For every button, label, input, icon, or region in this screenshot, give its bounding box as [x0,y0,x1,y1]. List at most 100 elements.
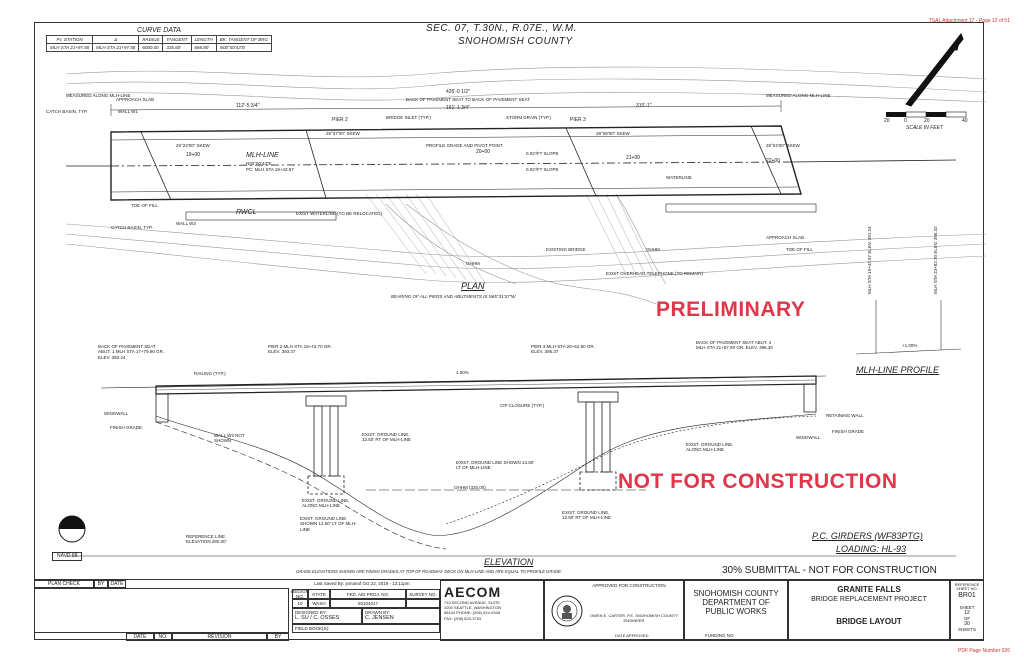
elev-finish-grade: FINISH GRADE [110,425,143,430]
project-line1: GRANITE FALLS [837,585,901,594]
plan-rwcl: RWCL [236,209,257,216]
plan-dim: 426'-0 1/2" [446,89,470,95]
dept-line3: PUBLIC WORKS [705,607,767,616]
drawing-linework [58,33,987,557]
plan-note: APPROACH SLAB [116,97,155,102]
plan-note: BACK OF PAVEMENT SEAT TO BACK OF PAVEMEN… [406,97,530,102]
profile-sketch [855,300,962,355]
by-label: BY [94,580,108,588]
elev-wingwall: WINGWALL [104,411,129,416]
drawn-by-label: DRAWN BY: [365,610,391,615]
plan-note: PROFILE GRADE AND PIVOT POINT [426,143,503,148]
plan-slope: 0.02'/FT SLOPE [526,167,559,172]
plan-note: MEASURED ALONG MLH-LINE [66,93,131,98]
scale-bar [886,111,967,118]
dept-line1: SNOHOMISH COUNTY [693,589,779,598]
plan-sta: 22+00 [766,158,781,164]
field-book-cell: FIELD BOOK(S): [292,624,440,633]
plan-note: OHHM [466,261,480,266]
scale-tick: 20 [884,118,890,124]
survey-value [406,599,440,608]
preliminary-stamp: PRELIMINARY [656,298,806,321]
navd-label: NAVD 88 [52,552,83,561]
stream-hatching [365,193,657,285]
elev-railing: RAILING (TYP.) [194,371,226,376]
plan-note: OHHM [646,247,660,252]
scale-tick: 40 [962,118,968,124]
curve-data-table: CURVE DATA P.I. STATION Δ RADIUS TANGENT… [45,26,272,52]
sheet-number: 12 [964,609,970,616]
not-for-construction-stamp: NOT FOR CONSTRUCTION [618,470,898,493]
survey-label: SURVEY NO. [406,589,440,599]
rev-date-header: DATE [126,633,154,641]
elev-finish-grade: FINISH GRADE [832,429,865,434]
plan-dim: 315'-1" [636,103,652,109]
curve-cell: 335.60' [162,43,192,52]
profile-sta-b: MLH STA 23+82.70 ELEV. 396.32 [933,226,938,294]
elev-ground: EXIST. GROUND LINE, 12.50' RT OF MLH-LIN… [362,432,411,443]
north-arrow [905,33,964,107]
curve-data-title: CURVE DATA [46,26,272,36]
document-reference: TSAL Attachment 17 - Page 12 of 51 [928,18,1010,24]
curve-col: RADIUS [138,35,164,44]
scale-tick: 20 [924,118,930,124]
elev-cip: CIP CLOSURE (TYP.) [500,403,545,408]
pdf-page-number: PDF Page Number 026 [958,648,1010,654]
profile-grade: +1.00% [902,343,918,348]
plan-note: APPROACH SLAB [766,235,805,240]
firm-address: 710 SECOND AVENUE, SUITE 1000 SEATTLE, W… [444,600,502,621]
elevation-note: GRADE ELEVATIONS SHOWN ARE FINISH GRADES… [296,569,563,574]
firm-cell: AECOM 710 SECOND AVENUE, SUITE 1000 SEAT… [440,580,544,641]
plan-note: MEASURED ALONG MLH-LINE [766,93,831,98]
plan-note: TOE OF FILL [131,203,158,208]
plan-pier: PIER 2 [332,117,348,123]
project-cell: GRANITE FALLS BRIDGE REPLACEMENT PROJECT… [788,580,950,641]
plan-note: WATERLINE [666,175,692,180]
plan-skew: 28°04'00" SKEW [766,143,800,148]
elev-grade: 1.00% [456,370,469,375]
curve-cell: 6000.00 [138,43,164,52]
elev-wingwall: WINGWALL [796,435,821,440]
curve-col: LENGTH [190,35,217,44]
girders-label: P.C. GIRDERS (WF83PTG) [812,531,923,541]
bridge-deck-plan [66,100,957,221]
plan-slope: 0.02'/FT SLOPE [526,151,559,156]
title-block: PLAN CHECK BY DATE DATE NO. REVISION BY … [34,579,984,641]
plan-sta: 21+00 [626,155,641,161]
curve-cell: MLH STA 21+97.58 [45,43,94,52]
drawn-by-cell: DRAWN BY: C. JENSEN [362,608,440,624]
curve-cell: N00°50'43"E [215,43,272,52]
section-title: SEC. 07, T.30N., R.07E., W.M. [426,23,578,34]
rev-revision-header: REVISION [172,633,267,641]
elevation-view [66,375,956,557]
designed-by-label: DESIGNED BY: [295,610,327,615]
drawing-frame [34,22,984,640]
scale-label: SCALE IN FEET [906,125,943,131]
profile-title: MLH-LINE PROFILE [856,365,940,375]
of-label: OF [963,615,971,621]
sheet-number-cell: REFERENCE SHEET NO. BR01 SHEET 12 OF 30 … [950,580,984,641]
plan-note: BRIDGE INLET (TYP.) [386,115,431,120]
plan-note: STORM DRAIN (TYP.) [506,115,552,120]
plan-mlh-line: MLH-LINE [246,152,279,159]
plan-note: CATCH BASIN, TYP. [111,225,153,230]
elev-pier3: PIER 3 MLH STA 20+62.90 GR. ELEV. 395.37 [531,344,595,355]
curve-cell: 666.80' [190,43,217,52]
curve-cell: MLH STA 21+97.58 [92,43,140,52]
curve-col: Δ [92,35,140,44]
elev-ground: EXIST. GROUND LINE, 12.50' RT OF MLH-LIN… [562,510,611,521]
submittal-label: 30% SUBMITTAL - NOT FOR CONSTRUCTION [722,565,937,576]
plan-contours [65,66,987,305]
state-label: STATE [308,589,330,599]
sheet-label: SHEET [959,604,975,610]
dept-line2: DEPARTMENT OF [702,598,770,607]
plan-note: WALL W1 [118,109,138,114]
region-label: REGION NO. [291,589,309,599]
plan-skew: 26°22'00" SKEW [176,143,210,148]
plan-note: EXISTING BRIDGE [546,247,586,252]
elev-ref-line: REFERENCE LINE ELEVATION 280.00' [186,534,227,545]
project-line2: BRIDGE REPLACEMENT PROJECT [811,596,927,603]
plan-sta: 19+00 [186,152,201,158]
plan-note: CATCH BASIN, TYP. [46,109,88,114]
date-approved: DATE APPROVED [615,633,649,638]
